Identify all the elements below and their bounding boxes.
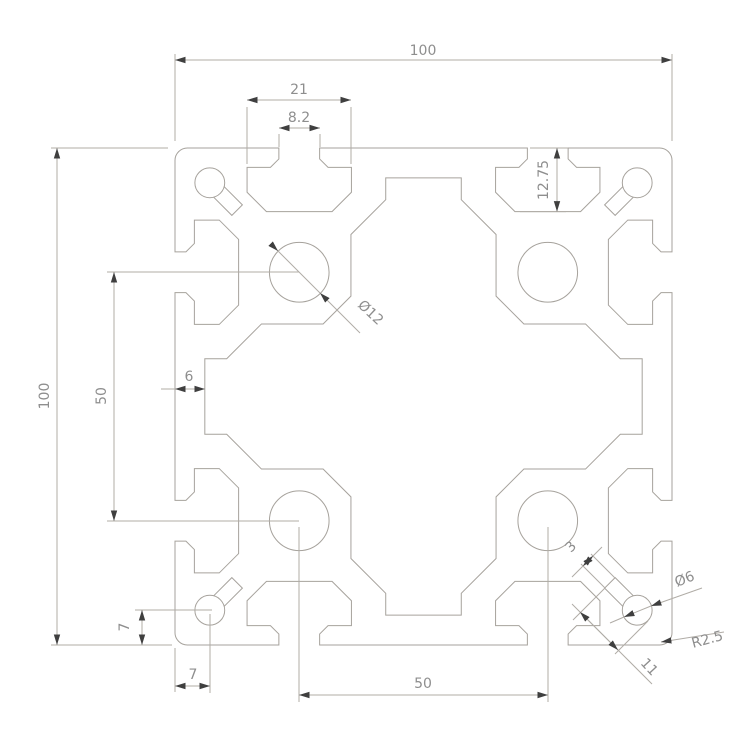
corner-slot-top-left [195, 168, 243, 216]
dim-corner-offset-horizontal-label: 7 [189, 667, 198, 683]
dim-overall-width [174, 54, 673, 141]
dim-corner-slot-length [571, 587, 653, 685]
dim-corner-hole-label: Ø6 [673, 568, 698, 590]
dim-hole-spacing-vertical [107, 271, 299, 522]
core-hole-top-right [518, 242, 578, 302]
dim-hole-spacing-horizontal-label: 50 [414, 676, 432, 692]
central-cavity [205, 178, 642, 615]
profile-outline [175, 148, 672, 645]
dim-corner-radius [660, 631, 725, 644]
dim-slot-opening-label: 8.2 [288, 110, 310, 126]
dim-slot-depth-label: 12.75 [536, 160, 552, 200]
dim-slot-inner-width-label: 21 [290, 82, 308, 98]
dim-overall-height-label: 100 [37, 383, 53, 410]
dim-corner-offset-horizontal [174, 614, 211, 693]
dim-hole-spacing-vertical-label: 50 [94, 387, 110, 405]
dim-corner-offset-vertical [129, 609, 212, 646]
dim-corner-radius-label: R2.5 [690, 628, 725, 652]
dim-corner-slot-width-label: 3 [562, 538, 580, 556]
dim-slot-depth [520, 147, 568, 213]
dim-overall-width-label: 100 [410, 43, 437, 59]
dim-corner-slot-length-label: 11 [637, 655, 661, 679]
dim-slot-inner-width [246, 96, 352, 164]
dim-hole-spacing-horizontal [298, 527, 549, 702]
dim-corner-offset-vertical-label: 7 [117, 623, 133, 632]
dim-corner-slot-width [571, 546, 616, 589]
corner-slot-top-right [605, 168, 653, 216]
dim-core-hole-label: Ø12 [354, 297, 386, 328]
dim-center-wall-label: 6 [185, 369, 194, 385]
profile-geometry [175, 148, 672, 645]
corner-slot-bottom-left [195, 578, 243, 626]
dim-slot-opening [278, 124, 321, 147]
corner-slot-bottom-right [605, 578, 653, 626]
dim-core-hole [268, 241, 361, 334]
